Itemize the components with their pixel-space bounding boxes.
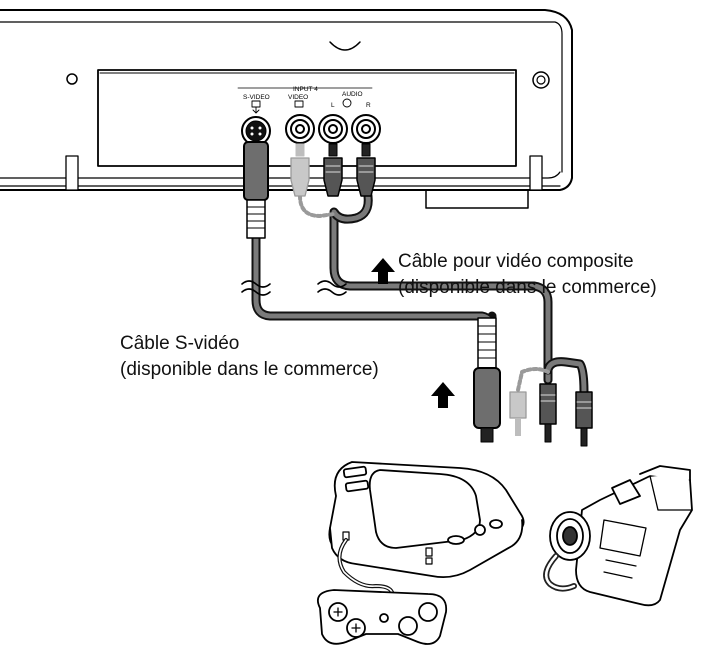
jack-symbols bbox=[251, 98, 352, 114]
audio-left-label: L bbox=[331, 102, 335, 109]
controller-cable-inner bbox=[338, 539, 394, 601]
audio-right-plug-bottom bbox=[575, 391, 593, 447]
audio-port-label: AUDIO bbox=[342, 91, 363, 98]
svideo-cable-label: Câble S-vidéo bbox=[120, 333, 240, 354]
svideo-socket bbox=[241, 116, 271, 146]
composite-cable-label: Câble pour vidéo composite bbox=[398, 251, 634, 272]
device-rear-panel bbox=[0, 9, 573, 209]
cable-break-marks bbox=[241, 280, 347, 296]
svideo-port-label: S-VIDEO bbox=[243, 94, 270, 101]
audio-left-plug-top bbox=[323, 143, 343, 197]
svideo-up-arrow bbox=[431, 382, 455, 408]
camcorder bbox=[543, 465, 693, 607]
game-console bbox=[328, 461, 525, 579]
game-controller bbox=[316, 589, 448, 645]
composite-up-arrow bbox=[371, 258, 395, 284]
audio-left-socket bbox=[318, 114, 348, 144]
video-socket bbox=[285, 114, 315, 144]
rca-sockets bbox=[285, 114, 381, 144]
composite-cable-availability: (disponible dans le commerce) bbox=[398, 277, 657, 298]
audio-left-plug-bottom bbox=[539, 383, 557, 443]
video-port-label: VIDEO bbox=[288, 94, 308, 101]
audio-right-socket bbox=[351, 114, 381, 144]
svideo-plug-bottom bbox=[473, 317, 501, 443]
panel-labels: INPUT 4 S-VIDEO VIDEO AUDIO L R bbox=[243, 86, 371, 109]
svideo-plug-top bbox=[243, 141, 269, 239]
input-group-label: INPUT 4 bbox=[293, 86, 318, 93]
video-plug-bottom bbox=[509, 391, 527, 436]
video-plug-top bbox=[290, 143, 310, 197]
audio-right-plug-top bbox=[356, 143, 376, 197]
composite-cable bbox=[298, 191, 589, 397]
svideo-cable-availability: (disponible dans le commerce) bbox=[120, 359, 379, 380]
audio-right-label: R bbox=[366, 102, 371, 109]
